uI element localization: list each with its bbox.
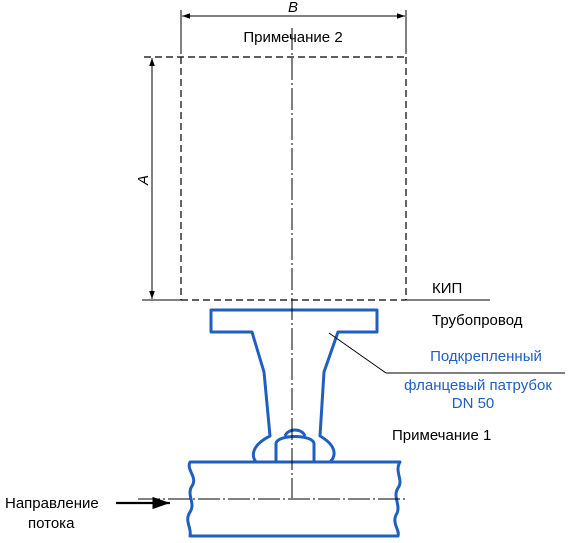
note-1-label: Примечание 1: [392, 427, 491, 444]
nozzle-inner-weld: [274, 435, 316, 462]
nozzle-body: [209, 308, 379, 464]
nozzle-label-line1: Подкрепленный: [430, 348, 542, 365]
nozzle-label-line2: фланцевый патрубок: [404, 377, 552, 394]
dimension-b: B: [180, 0, 407, 54]
note-2-label: Примечание 2: [243, 29, 342, 46]
interface-line: КИП Трубопровод: [406, 280, 523, 329]
nozzle-weld-crown: [283, 428, 307, 437]
pipeline-label: Трубопровод: [432, 312, 523, 329]
nozzle-label-line3: DN 50: [452, 395, 495, 412]
kip-label: КИП: [432, 280, 462, 297]
flow-direction: Направление потока: [5, 495, 170, 532]
nozzle-leader: [328, 332, 387, 374]
dimension-a: A: [135, 58, 181, 301]
dim-b-label: B: [288, 0, 298, 16]
flow-label-line2: потока: [28, 515, 75, 532]
dim-a-label: A: [135, 175, 152, 186]
flow-label-line1: Направление: [5, 495, 99, 512]
reinforced-flanged-nozzle: [209, 308, 379, 464]
instrument-envelope: [144, 56, 408, 301]
nozzle-callout: Подкрепленный фланцевый патрубок DN 50: [328, 332, 565, 412]
